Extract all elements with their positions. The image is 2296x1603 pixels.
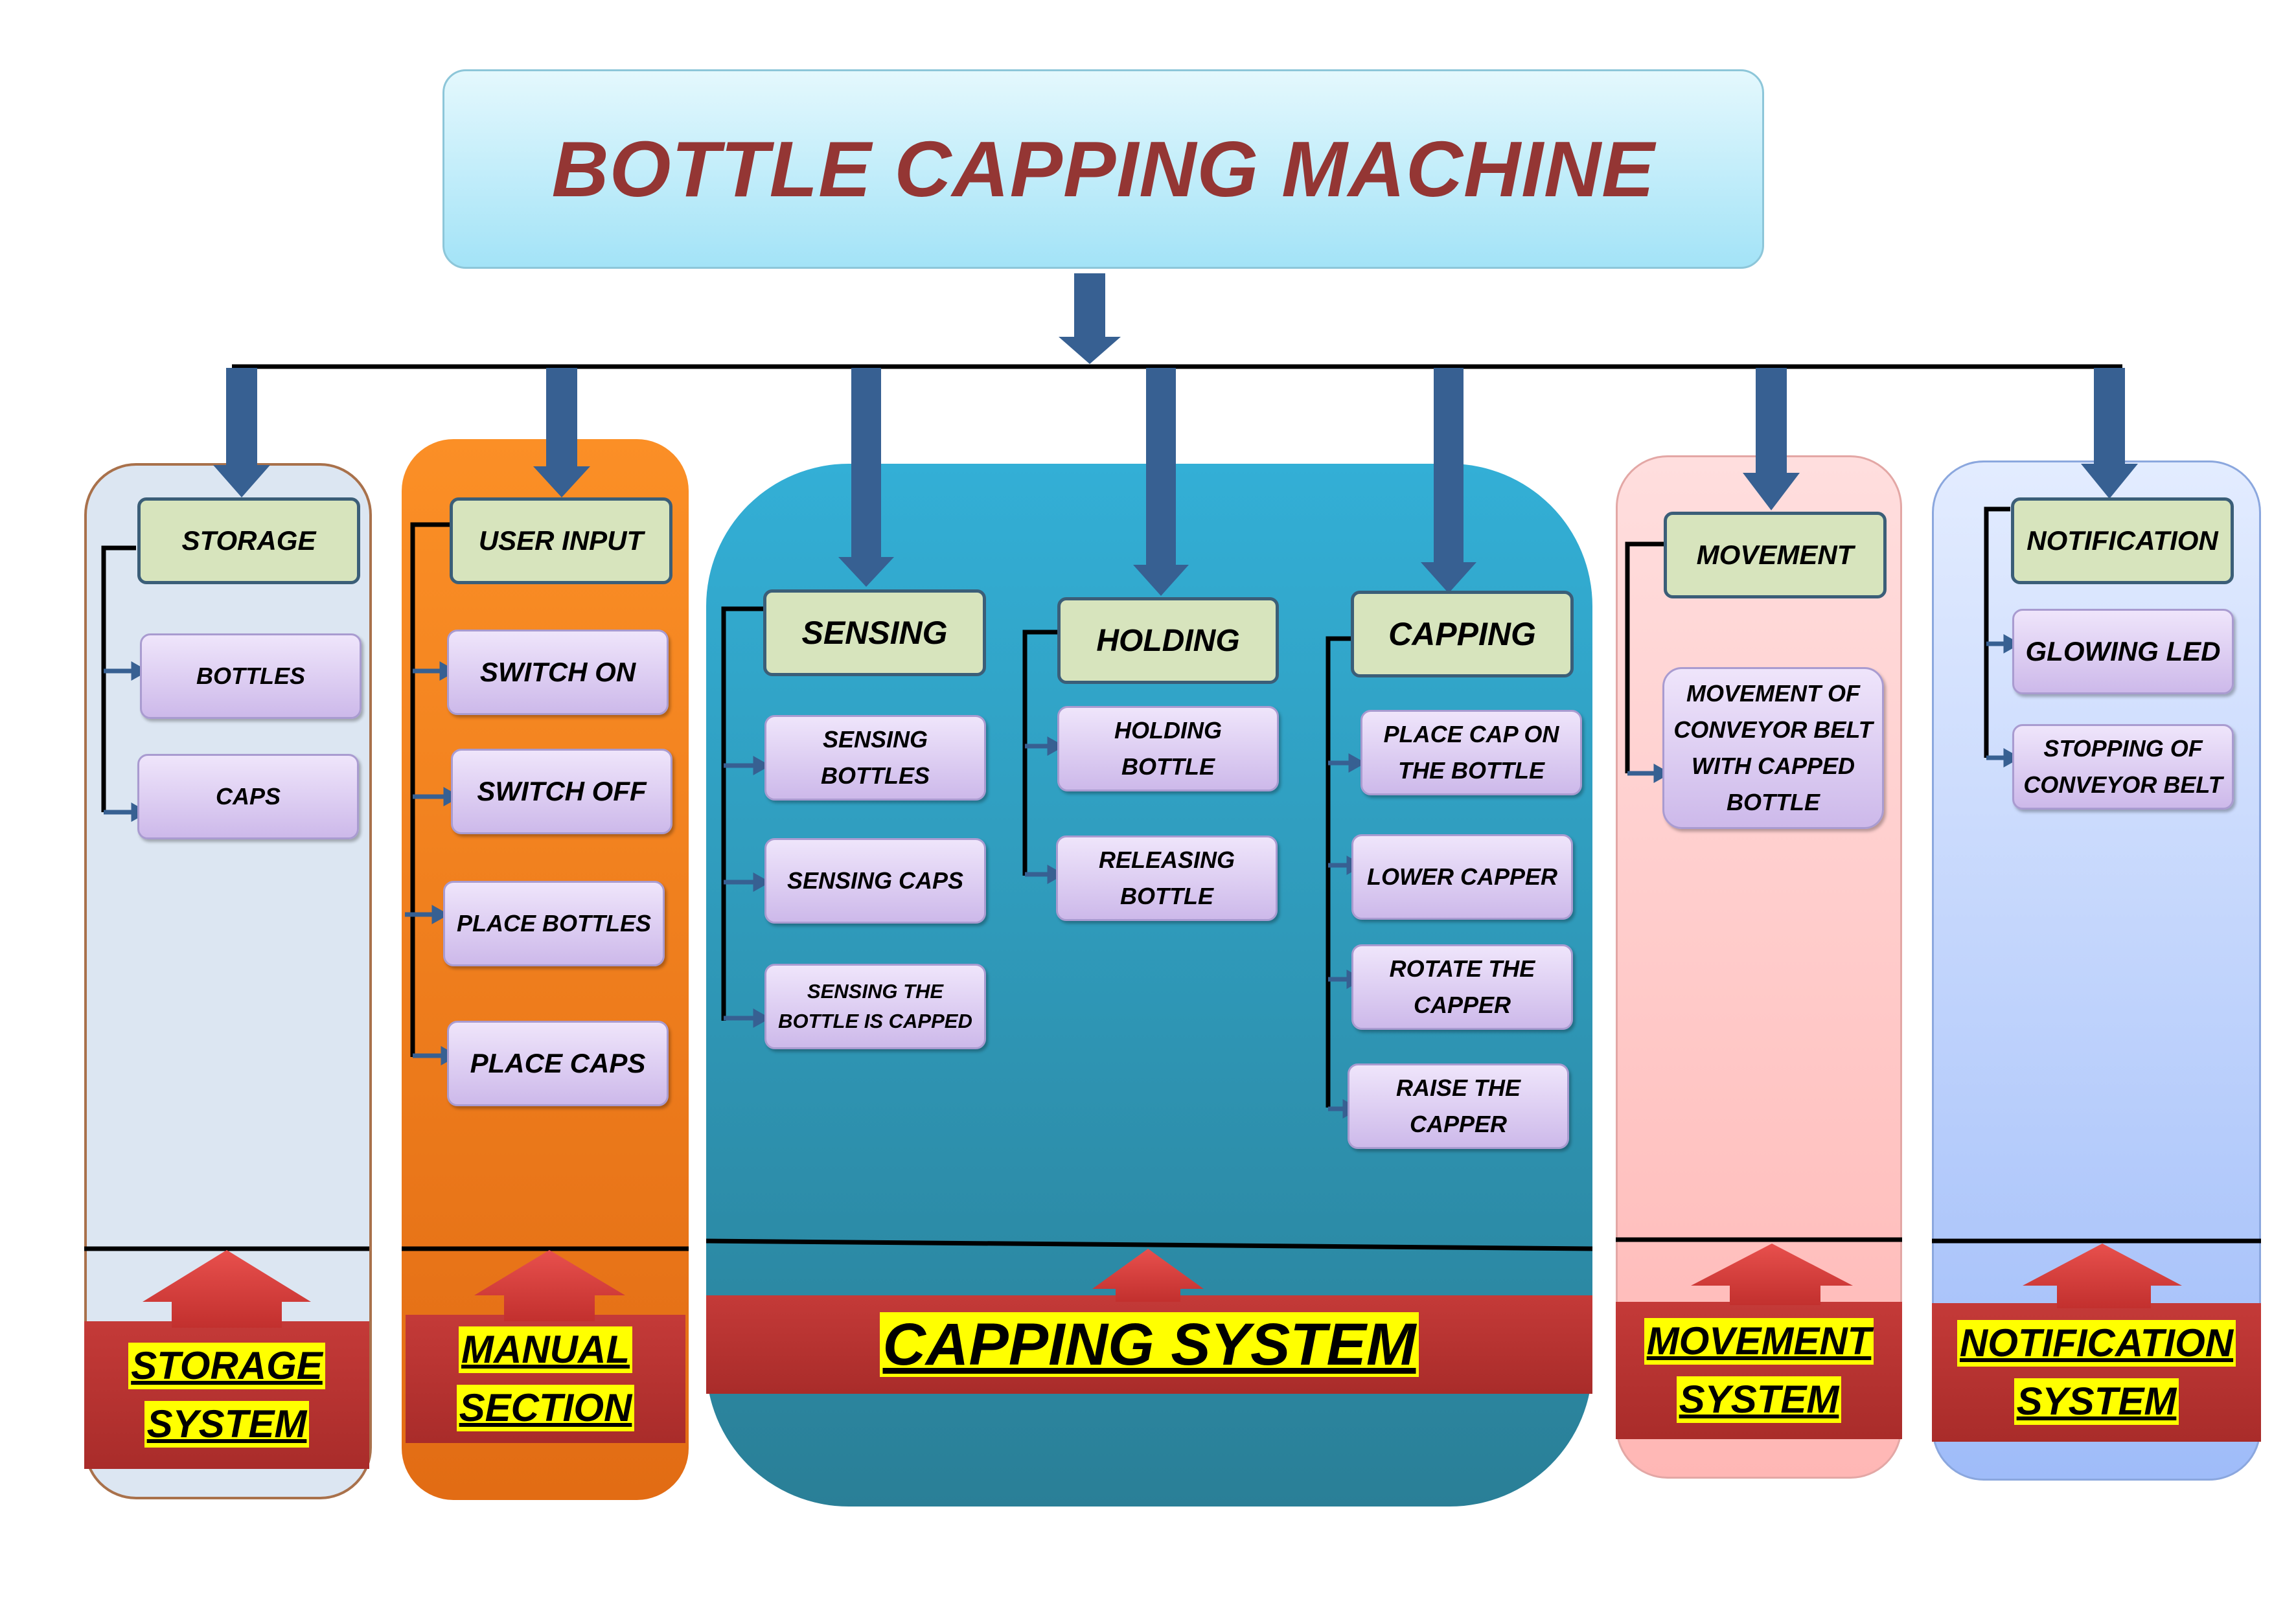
arrow-movement [1743,368,1800,510]
red-up-arrows [143,1244,2182,1328]
notification-item-label: STOPPING OF CONVEYOR BELT [2023,735,2223,798]
storage-item-label: CAPS [215,783,281,810]
capping-item-lower-capper: LOWER CAPPER [1351,834,1573,920]
manual-item-label: PLACE BOTTLES [456,910,651,937]
red-arrow-movement [1691,1244,1853,1305]
sensing-item-capped: SENSING THE BOTTLE IS CAPPED [764,964,986,1049]
distribution-arrows [213,368,2138,596]
manual-item-label: PLACE CAPS [470,1048,646,1078]
user-input-header-label: USER INPUT [478,525,644,556]
movement-base-line1: MOVEMENT [1644,1318,1874,1365]
movement-base-line2: SYSTEM [1676,1376,1842,1423]
storage-system-label: STORAGE SYSTEM [84,1321,369,1469]
storage-item-label: BOTTLES [196,663,305,689]
red-arrow-notification [2023,1244,2182,1308]
notification-header-label: NOTIFICATION [2026,525,2218,556]
arrow-notification [2081,368,2138,499]
movement-header-label: MOVEMENT [1696,540,1854,570]
storage-header: STORAGE [137,497,360,584]
manual-item-switch-off: SWITCH OFF [451,749,672,834]
sensing-item-caps: SENSING CAPS [764,838,986,924]
red-arrow-storage [143,1250,311,1328]
notification-item-glowing-led: GLOWING LED [2012,609,2234,694]
holding-item-releasing-bottle: RELEASING BOTTLE [1056,836,1278,921]
arrow-capping [1421,368,1476,593]
title-box: BOTTLE CAPPING MACHINE [442,69,1764,269]
capping-item-raise-capper: RAISE THE CAPPER [1348,1063,1569,1149]
holding-item-label: RELEASING BOTTLE [1098,847,1235,909]
manual-item-place-bottles: PLACE BOTTLES [443,881,665,966]
capping-item-label: RAISE THE CAPPER [1395,1074,1521,1137]
notification-system-label: NOTIFICATION SYSTEM [1932,1303,2261,1442]
notification-base-line2: SYSTEM [2014,1378,2179,1425]
capping-system-label: CAPPING SYSTEM [706,1295,1592,1394]
storage-base-line2: SYSTEM [144,1401,310,1448]
manual-base-line2: SECTION [456,1385,635,1431]
manual-section-label: MANUAL SECTION [406,1315,685,1443]
notification-item-label: GLOWING LED [2025,636,2221,666]
manual-item-place-caps: PLACE CAPS [447,1021,669,1106]
holding-item-holding-bottle: HOLDING BOTTLE [1057,706,1279,791]
manual-item-switch-on: SWITCH ON [447,630,669,715]
sensing-item-label: SENSING CAPS [786,867,964,894]
movement-header: MOVEMENT [1664,512,1887,598]
sensing-item-bottles: SENSING BOTTLES [764,715,986,801]
arrow-storage [213,368,270,497]
manual-item-label: SWITCH ON [479,657,636,687]
movement-system-label: MOVEMENT SYSTEM [1616,1302,1902,1439]
manual-item-label: SWITCH OFF [477,776,647,806]
holding-header-label: HOLDING [1096,623,1240,658]
capping-item-label: LOWER CAPPER [1366,863,1557,890]
separator-lines [84,1237,2261,1251]
capping-item-label: ROTATE THE CAPPER [1389,955,1535,1018]
sensing-item-label: SENSING THE BOTTLE IS CAPPED [778,980,972,1032]
holding-item-label: HOLDING BOTTLE [1114,717,1222,780]
notification-item-stopping-belt: STOPPING OF CONVEYOR BELT [2012,724,2234,810]
storage-base-line1: STORAGE [128,1343,325,1389]
red-arrow-manual [474,1250,625,1321]
storage-header-label: STORAGE [181,525,316,556]
red-arrow-capping [1092,1249,1204,1302]
movement-item-label: MOVEMENT OF CONVEYOR BELT WITH CAPPED BO… [1673,680,1873,815]
storage-item-caps: CAPS [137,754,359,839]
capping-item-rotate-capper: ROTATE THE CAPPER [1351,944,1573,1030]
sensing-item-label: SENSING BOTTLES [821,726,930,789]
notification-header: NOTIFICATION [2011,497,2234,584]
sensing-header-label: SENSING [801,615,948,651]
capping-header: CAPPING [1351,591,1574,677]
capping-item-place-cap: PLACE CAP ON THE BOTTLE [1360,710,1582,795]
main-down-arrow [1059,273,1121,364]
notification-base-line1: NOTIFICATION [1957,1320,2236,1367]
sensing-header: SENSING [763,589,986,676]
arrow-sensing [838,368,894,587]
capping-item-label: PLACE CAP ON THE BOTTLE [1383,721,1559,784]
storage-item-bottles: BOTTLES [140,633,362,719]
capping-base-label: CAPPING SYSTEM [880,1312,1419,1377]
manual-base-line1: MANUAL [459,1326,632,1373]
diagram-title: BOTTLE CAPPING MACHINE [551,125,1655,213]
arrow-holding [1133,368,1189,596]
holding-header: HOLDING [1057,597,1279,684]
capping-header-label: CAPPING [1388,616,1536,652]
movement-item-conveyor: MOVEMENT OF CONVEYOR BELT WITH CAPPED BO… [1662,667,1884,829]
user-input-header: USER INPUT [450,497,672,584]
arrow-manual [533,368,590,497]
